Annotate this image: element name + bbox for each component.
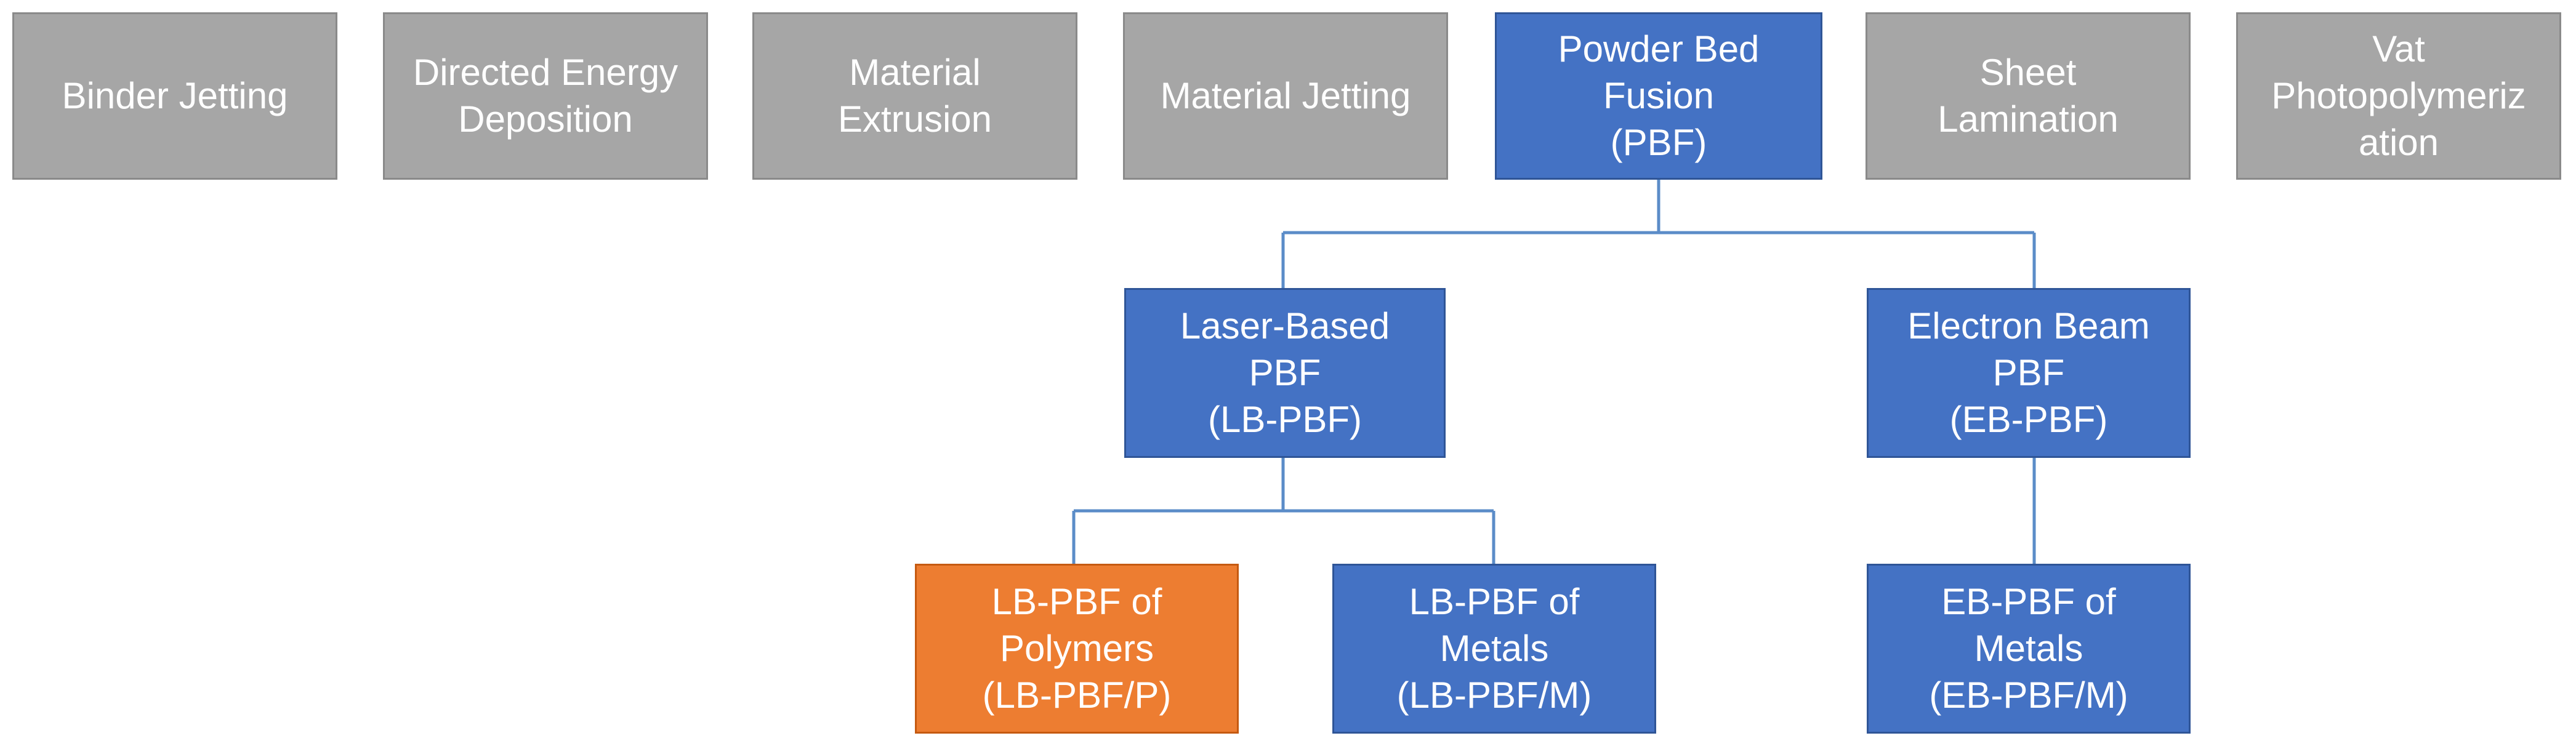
category-powder-bed-fusion: Powder Bed Fusion (PBF) xyxy=(1495,12,1822,180)
category-sheet-lamination: Sheet Lamination xyxy=(1866,12,2191,180)
category-material-jetting: Material Jetting xyxy=(1123,12,1448,180)
pbf-type-laser-based: Laser-Based PBF (LB-PBF) xyxy=(1124,288,1446,458)
category-material-extrusion: Material Extrusion xyxy=(752,12,1077,180)
category-vat-photopolymerization: Vat Photopolymeriz ation xyxy=(2236,12,2561,180)
category-directed-energy-deposition: Directed Energy Deposition xyxy=(383,12,708,180)
pbf-type-electron-beam: Electron Beam PBF (EB-PBF) xyxy=(1867,288,2191,458)
leaf-lb-pbf-metals: LB-PBF of Metals (LB-PBF/M) xyxy=(1332,564,1656,734)
category-binder-jetting: Binder Jetting xyxy=(12,12,337,180)
leaf-eb-pbf-metals: EB-PBF of Metals (EB-PBF/M) xyxy=(1867,564,2191,734)
leaf-lb-pbf-polymers: LB-PBF of Polymers (LB-PBF/P) xyxy=(915,564,1239,734)
